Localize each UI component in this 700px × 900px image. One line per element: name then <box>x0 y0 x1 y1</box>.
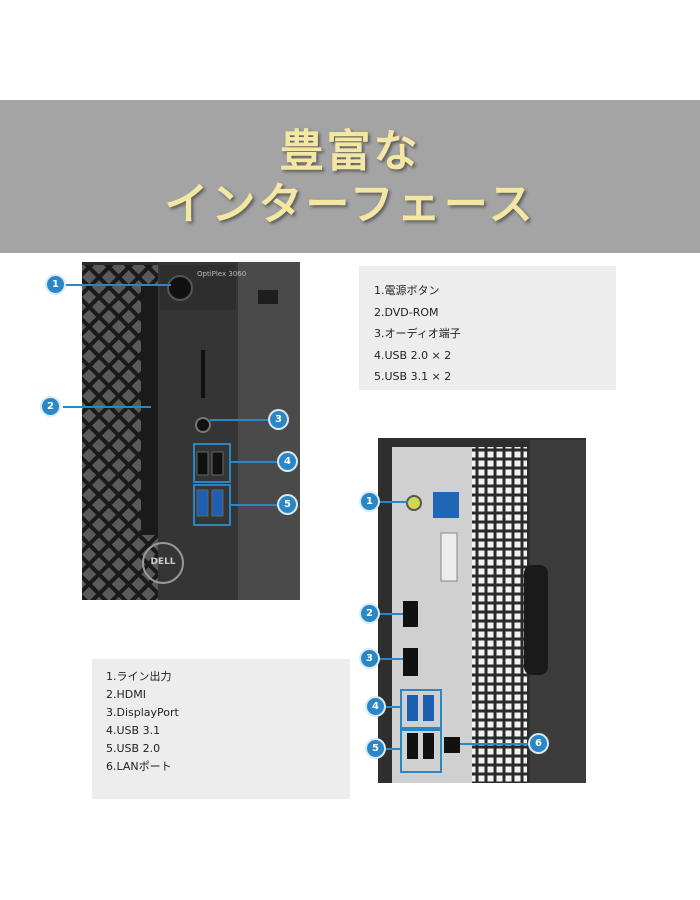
rear-spec-item: 2.HDMI <box>106 688 146 701</box>
rear-usb20-frame <box>400 729 442 773</box>
front-usb31-frame <box>193 484 231 526</box>
banner-title-line-2: インターフェース <box>164 179 536 230</box>
rear-callout-3: 3 <box>361 650 378 667</box>
front-leader-1 <box>63 284 171 286</box>
rear-spec-item: 3.DisplayPort <box>106 706 179 719</box>
rear-spec-box: 1.ライン出力 2.HDMI 3.DisplayPort 4.USB 3.1 5… <box>92 659 350 799</box>
title-banner <box>0 100 700 253</box>
front-leader-2 <box>63 406 151 408</box>
rear-spec-item: 6.LANポート <box>106 760 172 773</box>
front-leader-5 <box>229 504 279 506</box>
front-side-panel <box>238 262 300 600</box>
rear-callout-2: 2 <box>361 605 378 622</box>
front-callout-4: 4 <box>279 453 296 470</box>
rear-callout-1: 1 <box>361 493 378 510</box>
dell-logo: DELL <box>150 557 176 567</box>
front-spec-item: 3.オーディオ端子 <box>374 327 461 340</box>
front-usb20-frame <box>193 443 231 483</box>
front-callout-2: 2 <box>42 398 59 415</box>
rear-leader-1 <box>378 501 408 503</box>
rear-vent-grid <box>472 447 527 783</box>
front-spec-box: 1.電源ボタン 2.DVD-ROM 3.オーディオ端子 4.USB 2.0 × … <box>359 266 616 390</box>
rear-usb31-frame <box>400 689 442 729</box>
rear-callout-6: 6 <box>530 735 547 752</box>
rear-callout-5: 5 <box>367 740 384 757</box>
front-callout-1: 1 <box>47 276 64 293</box>
front-spec-item: 5.USB 3.1 × 2 <box>374 370 452 383</box>
rear-callout-4: 4 <box>367 698 384 715</box>
front-callout-3: 3 <box>270 411 287 428</box>
rear-spec-item: 5.USB 2.0 <box>106 742 161 755</box>
rear-spec-item: 4.USB 3.1 <box>106 724 161 737</box>
rear-leader-3 <box>378 658 403 660</box>
rear-leader-2 <box>378 613 403 615</box>
rear-leader-6 <box>460 743 530 745</box>
front-model-label: OptiPlex 3060 <box>197 270 247 278</box>
banner-title-line-1: 豊富な <box>279 126 421 177</box>
rear-leader-5 <box>384 748 400 750</box>
rear-spec-item: 1.ライン出力 <box>106 670 172 683</box>
rear-leader-4 <box>384 706 400 708</box>
dvd-slot <box>141 285 158 535</box>
power-button-shape <box>167 275 193 301</box>
front-spec-item: 4.USB 2.0 × 2 <box>374 348 452 362</box>
front-leader-3 <box>210 419 272 421</box>
front-spec-item: 1.電源ボタン <box>374 284 440 297</box>
front-spec-item: 2.DVD-ROM <box>374 305 439 319</box>
front-leader-4 <box>229 461 279 463</box>
front-callout-5: 5 <box>279 496 296 513</box>
